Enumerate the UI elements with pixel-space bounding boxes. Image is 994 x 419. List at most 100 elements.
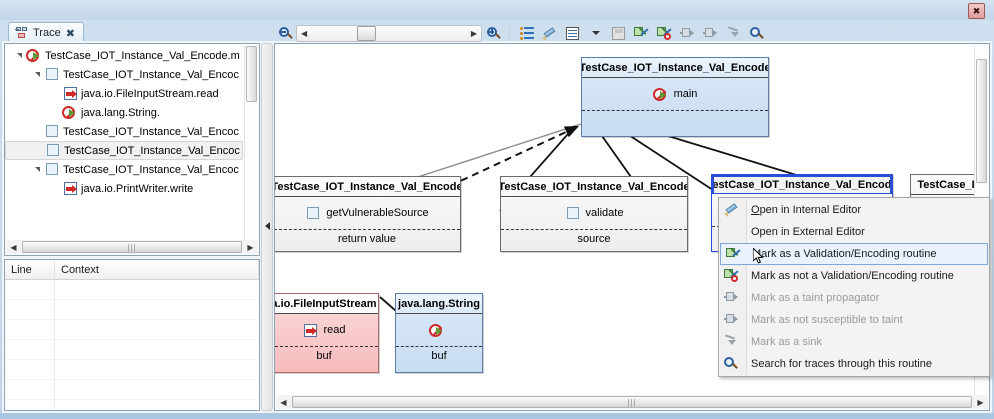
table-row[interactable] bbox=[5, 300, 259, 320]
not-susceptible-taint-button[interactable] bbox=[699, 24, 722, 42]
taint-immune-icon bbox=[724, 313, 741, 327]
tree-hscroll-thumb[interactable]: ||| bbox=[22, 241, 242, 253]
tab-trace[interactable]: Trace ✖ bbox=[8, 22, 84, 43]
tab-trace-label: Trace bbox=[33, 27, 61, 39]
context-menu-item-label: Open in External Editor bbox=[751, 226, 865, 238]
tree-vertical-scrollbar[interactable] bbox=[244, 45, 258, 240]
tree-item[interactable]: java.io.PrintWriter.write bbox=[5, 179, 245, 198]
zoom-slider-knob[interactable] bbox=[357, 25, 376, 41]
zoom-slider-left-arrow[interactable]: ◀ bbox=[301, 28, 308, 38]
table-row[interactable] bbox=[5, 400, 259, 410]
graph-node-member[interactable]: main bbox=[582, 78, 768, 110]
tree-item-label: java.io.FileInputStream.read bbox=[81, 87, 219, 100]
zoom-slider-right-arrow[interactable]: ▶ bbox=[470, 28, 477, 38]
graph-toolbar: ◀ ▶ bbox=[274, 23, 990, 43]
tree-twisty[interactable] bbox=[33, 126, 44, 137]
graph-node-footer: buf bbox=[396, 346, 482, 365]
context-menu-item[interactable]: Open in External Editor bbox=[719, 221, 989, 243]
no-entry-green-arrow-icon bbox=[26, 48, 42, 63]
tab-close-icon[interactable]: ✖ bbox=[65, 27, 75, 40]
unmark-validation-button[interactable] bbox=[653, 24, 676, 42]
graph-horizontal-scrollbar[interactable]: ◀ ||| ▶ bbox=[276, 395, 988, 409]
tree-item[interactable]: TestCase_IOT_Instance_Val_Encoc bbox=[5, 160, 245, 179]
dropdown-caret-button[interactable] bbox=[584, 24, 607, 42]
graph-hscroll-left-arrow[interactable]: ◀ bbox=[280, 397, 287, 407]
table-row[interactable] bbox=[5, 320, 259, 340]
tree-twisty[interactable] bbox=[34, 145, 45, 156]
tree-item[interactable]: TestCase_IOT_Instance_Val_Encode.m bbox=[5, 46, 245, 65]
tree-twisty[interactable] bbox=[51, 107, 62, 118]
splitter-collapse-arrow[interactable] bbox=[265, 222, 270, 230]
graph-node-title: TestCase_IOT_Instance_Val_Encode bbox=[275, 177, 460, 197]
tree-twisty[interactable] bbox=[33, 164, 44, 175]
tree-item[interactable]: TestCase_IOT_Instance_Val_Encoc bbox=[5, 141, 243, 160]
table-row[interactable] bbox=[5, 340, 259, 360]
table-row[interactable] bbox=[5, 380, 259, 400]
graph-hscroll-right-arrow[interactable]: ▶ bbox=[977, 397, 984, 407]
context-menu-item[interactable]: Mark as not a Validation/Encoding routin… bbox=[719, 265, 989, 287]
column-header-line[interactable]: Line bbox=[5, 260, 55, 279]
window-close-button[interactable]: ✖ bbox=[968, 3, 985, 19]
context-menu-item[interactable]: Open in Internal Editor bbox=[719, 199, 989, 221]
tree-twisty[interactable] bbox=[33, 69, 44, 80]
graph-node-footer bbox=[582, 110, 768, 129]
tree-item-label: TestCase_IOT_Instance_Val_Encode.m bbox=[45, 49, 240, 62]
tree-twisty[interactable] bbox=[51, 88, 62, 99]
tree-item[interactable]: java.lang.String. bbox=[5, 103, 245, 122]
edit-pencil-button[interactable] bbox=[538, 24, 561, 42]
context-menu-item[interactable]: Mark as a Validation/Encoding routine bbox=[720, 243, 988, 265]
save-button[interactable] bbox=[607, 24, 630, 42]
table-cell-line bbox=[5, 300, 55, 319]
table-cell-line bbox=[5, 340, 55, 359]
tree-item[interactable]: java.io.FileInputStream.read bbox=[5, 84, 245, 103]
context-menu-item[interactable]: Search for traces through this routine bbox=[719, 353, 989, 375]
graph-node-member-label: main bbox=[673, 88, 698, 100]
tree-hscroll-left-arrow[interactable]: ◀ bbox=[10, 242, 17, 252]
graph-hscroll-thumb[interactable]: ||| bbox=[292, 396, 972, 408]
graph-node-member-label: validate bbox=[585, 207, 624, 219]
properties-button[interactable] bbox=[561, 24, 584, 42]
column-header-context[interactable]: Context bbox=[55, 260, 259, 279]
red-arrow-in-icon bbox=[62, 86, 78, 101]
graph-node-member[interactable]: read bbox=[275, 314, 378, 346]
panel-splitter[interactable] bbox=[261, 43, 273, 411]
tree-hscroll-right-arrow[interactable]: ▶ bbox=[247, 242, 254, 252]
graph-vscroll-thumb[interactable] bbox=[976, 59, 987, 183]
search-button[interactable] bbox=[745, 24, 768, 42]
mark-validation-button[interactable] bbox=[630, 24, 653, 42]
zoom-out-icon[interactable] bbox=[274, 24, 296, 42]
table-row[interactable] bbox=[5, 280, 259, 300]
zoom-slider[interactable]: ◀ ▶ bbox=[296, 24, 482, 42]
context-table[interactable]: Line Context bbox=[4, 259, 260, 411]
graph-node-footer: return value bbox=[275, 229, 460, 248]
table-cell-line bbox=[5, 360, 55, 379]
graph-node-member[interactable] bbox=[396, 314, 482, 346]
red-arrow-in-icon bbox=[62, 181, 78, 196]
graph-node-title: TestCase_I bbox=[911, 175, 974, 195]
tree-horizontal-scrollbar[interactable]: ◀ ||| ▶ bbox=[6, 240, 258, 254]
tree-vscroll-thumb[interactable] bbox=[246, 46, 257, 102]
blue-box-icon bbox=[44, 162, 60, 177]
graph-node-footer: buf bbox=[275, 346, 378, 365]
tree-twisty[interactable] bbox=[15, 50, 26, 61]
outline-list-button[interactable] bbox=[515, 24, 538, 42]
graph-node-member[interactable]: getVulnerableSource bbox=[275, 197, 460, 229]
tree-item[interactable]: TestCase_IOT_Instance_Val_Encoc bbox=[5, 65, 245, 84]
status-bar bbox=[0, 413, 994, 419]
context-menu-item: Mark as a taint propagator bbox=[719, 287, 989, 309]
taint-propagator-button[interactable] bbox=[676, 24, 699, 42]
table-row[interactable] bbox=[5, 360, 259, 380]
tree-item[interactable]: TestCase_IOT_Instance_Val_Encoc bbox=[5, 122, 245, 141]
tree-twisty[interactable] bbox=[51, 183, 62, 194]
zoom-in-icon[interactable] bbox=[482, 24, 504, 42]
graph-node-member[interactable]: validate bbox=[501, 197, 687, 229]
mark-sink-button[interactable] bbox=[722, 24, 745, 42]
